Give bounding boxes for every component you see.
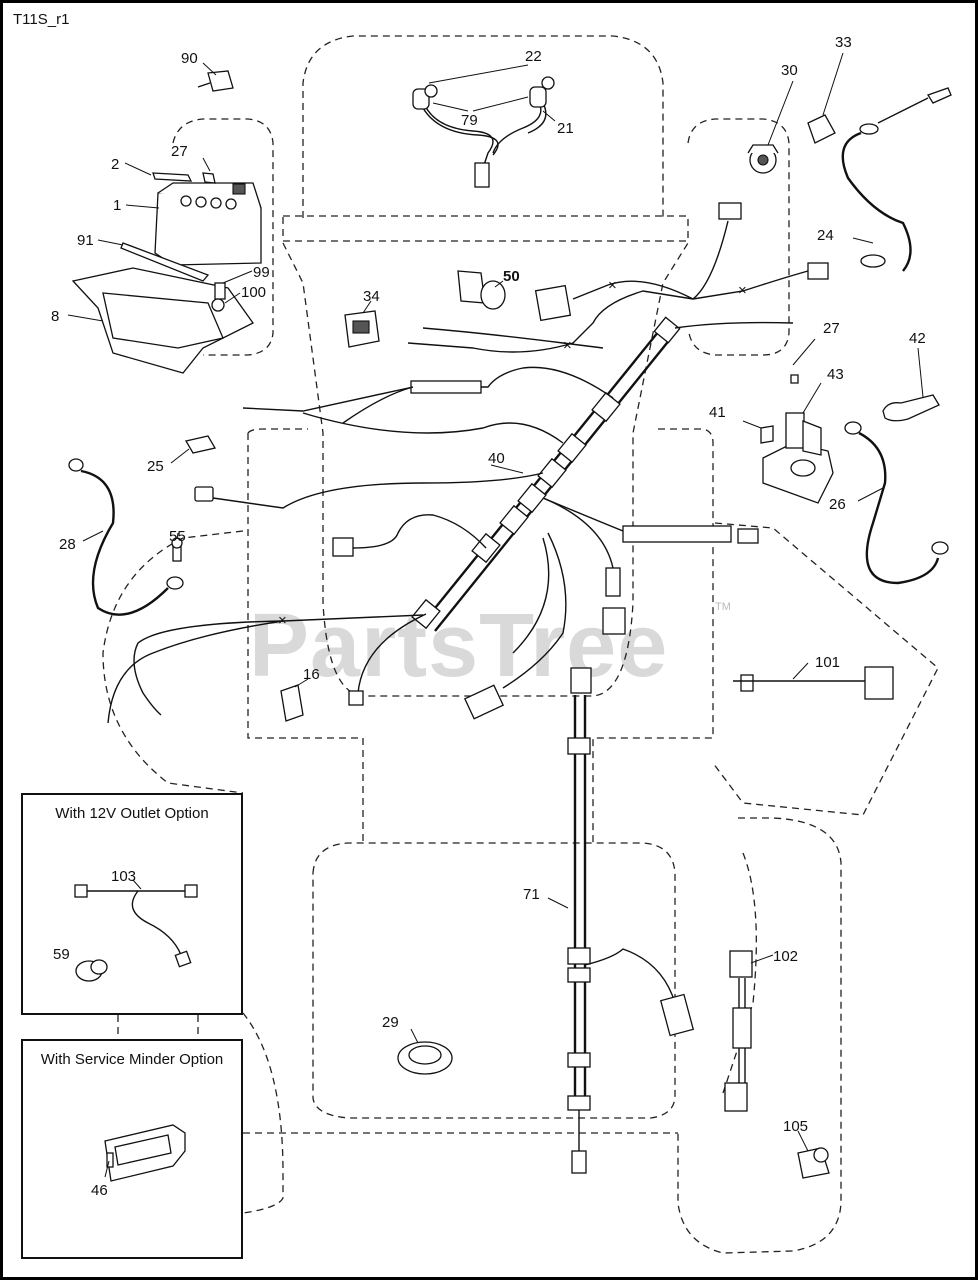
part-29 [397,1028,453,1075]
parts-diagram-page: T11S_r1 PartsTree TM [3,3,975,1277]
callout-16: 16 [303,666,320,683]
battery-assembly [67,157,262,374]
svg-text:×: × [563,337,572,354]
callout-8: 8 [51,308,59,325]
callout-41: 41 [709,404,726,421]
svg-text:×: × [738,282,747,299]
main-harness: × × × [107,202,829,724]
callout-101: 101 [815,654,840,671]
callout-99: 99 [253,264,270,281]
part-33-relay [807,52,844,144]
callout-30: 30 [781,62,798,79]
part-16 [280,678,309,722]
part-105 [797,1130,830,1179]
callout-59: 59 [53,946,70,963]
part-50 [457,270,506,310]
callout-26: 25 [147,458,164,475]
watermark-tm: TM [715,601,731,613]
callout-1: 1 [113,197,121,214]
callout-91: 91 [77,232,94,249]
option-12v-outlet-box: With 12V Outlet Option 103 59 [21,793,243,1015]
callout-28: 28 [59,536,76,553]
callout-42: 42 [909,330,926,347]
callout-labels: 90 22 30 33 79 21 27 2 1 91 99 100 8 34 … [51,34,926,1135]
svg-text:×: × [278,612,287,629]
callout-29: 29 [382,1014,399,1031]
option-12v-drawing: 103 59 [53,868,198,982]
callout-79: 79 [461,112,478,129]
part-55 [171,532,183,562]
callout-25: 26 [829,496,846,513]
headlight-harness [412,64,556,188]
diagram-id: T11S_r1 [13,11,70,28]
callout-24: 24 [817,227,834,244]
watermark: PartsTree [249,596,669,696]
callout-22: 22 [525,48,542,65]
callout-71: 71 [523,886,540,903]
option-service-minder-drawing: 46 [91,1124,186,1199]
callout-27a: 27 [171,143,188,160]
callout-90: 90 [181,50,198,67]
callout-43: 43 [827,366,844,383]
part-101 [733,662,894,700]
part-28-cable [68,458,184,616]
callout-33: 33 [835,34,852,51]
rear-harness [547,667,695,1174]
option-service-minder-box: With Service Minder Option 46 [21,1039,243,1259]
callout-40: 40 [488,450,505,467]
part-43-solenoid [742,338,834,504]
callout-102: 102 [773,948,798,965]
option-12v-title: With 12V Outlet Option [55,805,209,822]
svg-text:×: × [608,277,617,294]
callout-50: 50 [503,268,520,285]
callout-55: 55 [169,528,186,545]
callout-2: 2 [111,156,119,173]
callout-27b: 27 [823,320,840,337]
part-24-cable [841,87,952,272]
part-30-ignition [747,80,794,174]
callout-46: 46 [91,1182,108,1199]
callout-21: 21 [557,120,574,137]
option-service-minder-title: With Service Minder Option [40,1051,224,1068]
callout-105: 105 [783,1118,808,1135]
callout-100: 100 [241,284,266,301]
callout-103: 103 [111,868,136,885]
part-102 [724,950,774,1112]
part-26 [170,435,217,464]
part-90 [197,62,234,92]
wiring-harness-diagram: × × × [51,34,952,1254]
part-25-cable [844,421,949,585]
callout-34: 34 [363,288,380,305]
part-42-boot [882,347,940,422]
part-34 [344,300,380,348]
tractor-outline [102,35,939,1254]
